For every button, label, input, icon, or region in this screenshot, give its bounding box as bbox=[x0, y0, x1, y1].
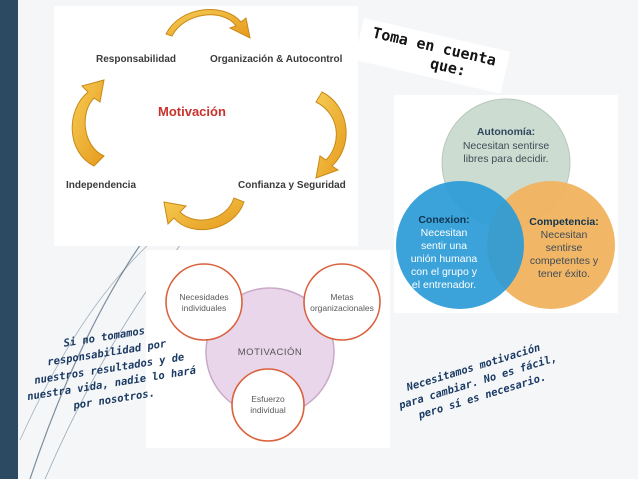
motivation-factors-diagram: MOTIVACIÓN Necesidades individuales Meta… bbox=[165, 263, 381, 442]
venn-conexion-line-4: con el grupo y bbox=[411, 266, 478, 278]
motivation-center-label: MOTIVACIÓN bbox=[238, 347, 302, 358]
venn-conexion-line-1: Necesitan bbox=[421, 227, 468, 239]
venn-autonomia-title: Autonomía: bbox=[477, 126, 535, 138]
left-accent-bar bbox=[0, 0, 18, 479]
node-metas-line-2: organizacionales bbox=[310, 303, 374, 313]
arrow-top bbox=[165, 9, 251, 39]
node-esfuerzo-circle bbox=[231, 368, 305, 442]
cycle-node-responsabilidad: Responsabilidad bbox=[96, 54, 177, 65]
venn-competencia-line-1: Necesitan bbox=[541, 229, 588, 241]
motivation-factors-panel: MOTIVACIÓN Necesidades individuales Meta… bbox=[146, 250, 390, 448]
arrow-left bbox=[71, 79, 105, 167]
cycle-node-organizacion: Organización & Autocontrol bbox=[210, 54, 343, 65]
venn-competencia-line-4: tener éxito. bbox=[538, 268, 590, 280]
venn-conexion-line-5: el entrenador. bbox=[412, 279, 476, 291]
cycle-node-independencia: Independencia bbox=[66, 180, 137, 191]
node-esfuerzo-line-2: individual bbox=[250, 405, 286, 415]
cycle-arrows bbox=[71, 9, 347, 231]
venn-autonomia-line-2: libres para decidir. bbox=[463, 153, 548, 165]
venn-panel: Autonomía: Necesitan sentirse libres par… bbox=[394, 95, 618, 313]
cycle-center-motivacion: Motivación bbox=[158, 104, 226, 119]
arrow-right bbox=[315, 91, 347, 179]
venn-conexion-title: Conexion: bbox=[418, 214, 469, 226]
venn-circle-conexion bbox=[396, 181, 524, 309]
venn-autonomia-line-1: Necesitan sentirse bbox=[463, 140, 550, 152]
cycle-node-confianza: Confianza y Seguridad bbox=[238, 180, 346, 191]
venn-conexion-line-2: sentir una bbox=[421, 240, 467, 252]
arrow-bottom bbox=[163, 197, 245, 231]
node-necesidades-line-1: Necesidades bbox=[179, 292, 228, 302]
node-metas-circle bbox=[303, 263, 381, 341]
venn-competencia-title: Competencia: bbox=[529, 216, 598, 228]
venn-competencia-line-3: competentes y bbox=[530, 255, 599, 267]
node-esfuerzo-line-1: Esfuerzo bbox=[251, 394, 285, 404]
node-metas-line-1: Metas bbox=[330, 292, 353, 302]
venn-competencia-line-2: sentirse bbox=[546, 242, 583, 254]
motivation-cycle-panel: Responsabilidad Organización & Autocontr… bbox=[54, 6, 358, 246]
venn-diagram: Autonomía: Necesitan sentirse libres par… bbox=[396, 98, 615, 309]
node-necesidades-line-2: individuales bbox=[182, 303, 226, 313]
venn-conexion-line-3: unión humana bbox=[411, 253, 478, 265]
venn-circle-competencia bbox=[487, 181, 615, 309]
node-necesidades-circle bbox=[165, 263, 243, 341]
